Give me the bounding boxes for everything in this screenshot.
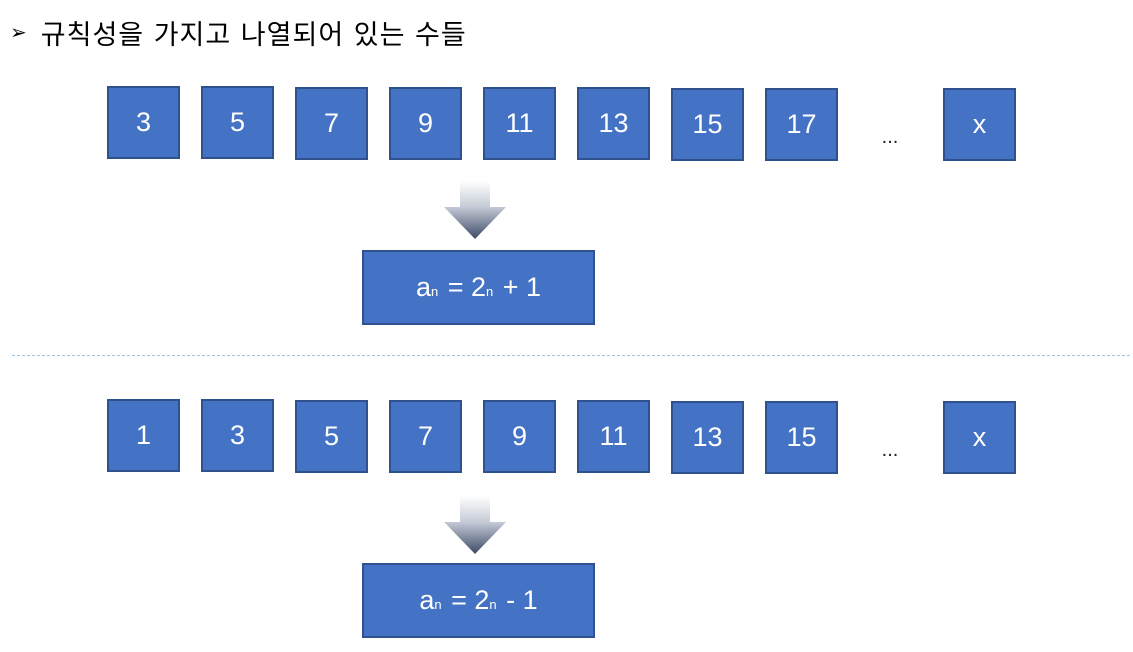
formula-rhs: + 1: [495, 272, 542, 302]
sequence-1-ellipsis: ...: [881, 126, 899, 148]
formula-rhs: - 1: [498, 585, 538, 615]
sequence-1-term: 7: [295, 87, 368, 160]
formula-lhs: a: [419, 585, 435, 615]
sequence-1-term: 15: [671, 88, 744, 161]
sequence-1-term: 17: [765, 88, 838, 161]
sequence-2-term: 13: [671, 401, 744, 474]
sequence-2-term: 15: [765, 401, 838, 474]
sequence-1-term: 5: [201, 86, 274, 159]
down-arrow-icon: [444, 181, 506, 239]
down-arrow-icon: [444, 496, 506, 554]
slide-heading: ➢ 규칙성을 가지고 나열되어 있는 수들: [10, 12, 467, 52]
formula-coef-subscript: n: [486, 284, 494, 299]
sequence-1-term: 11: [483, 87, 556, 160]
sequence-2-ellipsis: ...: [881, 439, 899, 461]
sequence-1-term: 3: [107, 86, 180, 159]
formula-lhs-subscript: n: [434, 597, 442, 612]
sequence-2-term: 9: [483, 400, 556, 473]
sequence-2-term: 1: [107, 399, 180, 472]
sequence-2-last-term: x: [943, 401, 1016, 474]
arrowhead-bullet-icon: ➢: [10, 20, 27, 44]
formula-lhs: a: [415, 272, 431, 302]
sequence-2-term: 3: [201, 399, 274, 472]
sequence-1-term: 13: [577, 87, 650, 160]
sequence-1-last-term: x: [943, 88, 1016, 161]
formula-equals: = 2: [443, 585, 490, 615]
section-divider: [12, 355, 1130, 356]
formula-lhs-subscript: n: [430, 284, 439, 299]
formula-coef-subscript: n: [489, 597, 497, 612]
formula-equals: = 2: [440, 272, 487, 302]
heading-text: 규칙성을 가지고 나열되어 있는 수들: [40, 19, 467, 51]
sequence-2-term: 5: [295, 400, 368, 473]
sequence-2-term: 7: [389, 400, 462, 473]
sequence-1-term: 9: [389, 87, 462, 160]
sequence-2-term: 11: [577, 400, 650, 473]
